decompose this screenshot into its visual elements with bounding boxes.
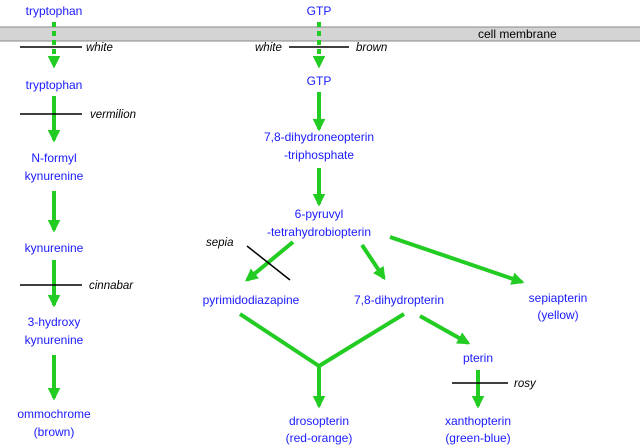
molecule-gtp-inside: GTP	[307, 74, 332, 88]
molecule-pterin: pterin	[463, 351, 493, 365]
block-sepia	[246, 245, 291, 281]
gene-white-right: white	[255, 42, 282, 54]
molecule-gtp-outside: GTP	[307, 4, 332, 18]
molecule-n-formyl-line2: kynurenine	[25, 169, 84, 183]
cell-membrane-label: cell membrane	[478, 27, 557, 41]
molecule-dihydroneopterin-line1: 7,8-dihydroneopterin	[264, 130, 374, 144]
molecule-pyruvyl-line1: 6-pyruvyl	[295, 207, 344, 221]
molecule-n-formyl-line1: N-formyl	[31, 151, 76, 165]
molecule-xanthopterin-line1: xanthopterin	[445, 414, 511, 428]
molecule-xanthopterin-line2: (green-blue)	[445, 431, 510, 445]
gene-rosy: rosy	[514, 378, 537, 390]
molecule-drosopterin-line1: drosopterin	[289, 414, 349, 428]
molecule-dihydroneopterin-line2: -triphosphate	[284, 148, 354, 162]
molecule-3-hydroxy-line2: kynurenine	[25, 333, 84, 347]
gene-vermilion: vermilion	[90, 109, 136, 121]
molecule-sepiapterin-line1: sepiapterin	[529, 291, 588, 305]
molecule-sepiapterin-line2: (yellow)	[537, 308, 578, 322]
molecule-pyruvyl-line2: -tetrahydrobiopterin	[267, 225, 371, 239]
arrow-pyruvyl-to-sepiapterin	[389, 235, 525, 285]
molecule-3-hydroxy-line1: 3-hydroxy	[28, 315, 81, 329]
molecule-kynurenine: kynurenine	[25, 241, 84, 255]
gene-cinnabar: cinnabar	[89, 280, 134, 292]
gene-white-left: white	[86, 42, 113, 54]
molecule-tryptophan-outside: tryptophan	[26, 4, 83, 18]
molecule-ommochrome-line1: ommochrome	[17, 407, 91, 421]
molecule-pyrimidodiazapine: pyrimidodiazapine	[203, 293, 300, 307]
gene-sepia: sepia	[206, 237, 234, 249]
arrow-pyruvyl-to-pyrimidodiazapine	[245, 240, 295, 282]
arrow-dihydropterin-to-pterin	[419, 314, 471, 345]
gene-brown: brown	[356, 42, 387, 54]
branch-dihydropterin-to-drosopterin	[317, 312, 406, 368]
molecule-drosopterin-line2: (red-orange)	[286, 431, 353, 445]
molecule-dihydropterin: 7,8-dihydropterin	[354, 293, 444, 307]
molecule-ommochrome-line2: (brown)	[34, 425, 75, 439]
arrow-pyruvyl-to-dihydropterin	[360, 243, 386, 281]
molecule-tryptophan-inside: tryptophan	[26, 78, 83, 92]
branch-pyrimidodiazapine-to-drosopterin	[238, 312, 321, 368]
